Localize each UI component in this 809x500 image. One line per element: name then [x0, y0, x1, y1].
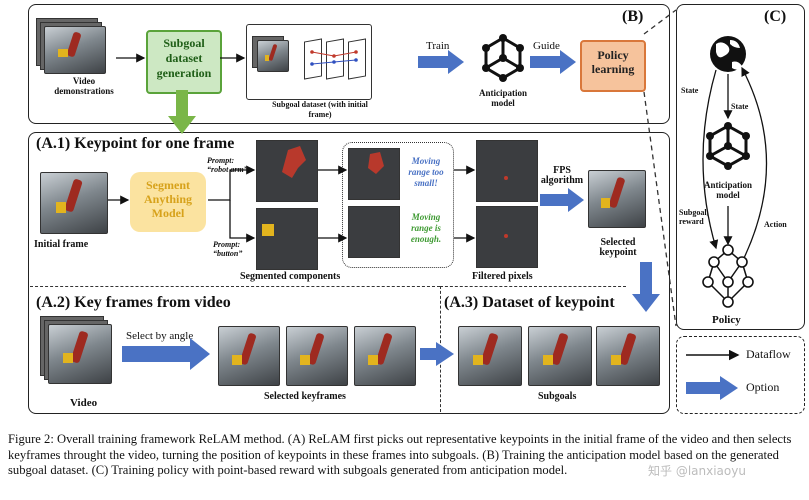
legend-option-label: Option: [746, 380, 780, 394]
globe-icon: [710, 36, 746, 72]
legend-option-arrow: [686, 376, 738, 400]
arrow-keyframes-to-subgoals: [420, 342, 454, 366]
select-by-angle-label: Select by angle: [126, 330, 194, 342]
arm-mask-2: [368, 152, 384, 174]
filtered-pixels-1: [476, 140, 538, 202]
arrow-select-angle: [122, 338, 210, 370]
subgoal-reward-label: Subgoal, reward: [679, 208, 709, 226]
policy-learning-box: Policy learning: [580, 40, 646, 92]
a2-top-divider: [30, 286, 440, 287]
legend-dataflow-label: Dataflow: [746, 347, 791, 361]
segmented-button-image: [256, 208, 318, 270]
arm-mask: [282, 146, 306, 178]
c-anticipation-label: Anticipation model: [703, 180, 752, 200]
prompt-button: Prompt: “button”: [213, 240, 243, 258]
button-mask: [262, 224, 274, 236]
prompt-robot-arm: Prompt: “robot arm”: [207, 156, 248, 174]
filter-dotted-box: [342, 142, 454, 268]
arrow-down-a3: [632, 262, 660, 312]
segmented-components-label: Segmented components: [240, 271, 341, 282]
a1-title: (A.1) Keypoint for one frame: [36, 135, 235, 152]
initial-frame-label: Initial frame: [34, 239, 89, 250]
state-label-2: State: [731, 102, 749, 111]
arrow-state-to-policy: [702, 69, 719, 250]
sam-box: Segment Anything Model: [130, 172, 206, 232]
anticipation-model-label: Anticipation model: [478, 88, 527, 108]
fps-label: FPS algorithm: [540, 165, 584, 186]
subgoal-2: [528, 326, 592, 386]
green-arrow: [168, 90, 196, 134]
guide-label: Guide: [533, 40, 560, 52]
figure-caption: Figure 2: Overall training framework ReL…: [8, 432, 792, 477]
subgoal-generation-box: Subgoal dataset generation: [146, 30, 222, 94]
subgoal-1: [458, 326, 522, 386]
watermark: 知乎 @lanxiaoyu: [648, 464, 746, 478]
dashed-b-c-top: [643, 9, 677, 35]
subgoal-dataset-images: [246, 24, 372, 100]
dashed-b-c-bottom: [643, 91, 677, 327]
branch-line-2: [229, 200, 256, 243]
a3-top-divider: [440, 286, 626, 287]
train-label: Train: [426, 40, 450, 52]
legend-frame: [676, 336, 805, 414]
note-too-small: Moving range too small!: [408, 156, 444, 188]
state-label-1: State: [681, 86, 699, 95]
pixel-dot-1: [504, 176, 508, 180]
keyframe-1: [218, 326, 280, 386]
pixel-dot-2: [504, 234, 508, 238]
subgoals-label: Subgoals: [538, 391, 577, 402]
selected-keyframes-label: Selected keyframes: [264, 391, 346, 402]
filter-button-image: [348, 206, 400, 258]
selected-keypoint-image: [588, 170, 646, 228]
a3-title: (A.3) Dataset of keypoint: [444, 294, 615, 311]
selected-keypoint-label: Selected keypoint: [599, 237, 637, 258]
video-a2-image: [48, 324, 112, 384]
arrow-action-to-env: [741, 66, 768, 259]
keyframe-3: [354, 326, 416, 386]
action-label: Action: [764, 220, 787, 229]
subgoal-3: [596, 326, 660, 386]
a2-title: (A.2) Key frames from video: [36, 294, 231, 311]
subgoal-markers: [310, 50, 358, 66]
arrow-fps: [540, 188, 584, 212]
section-c-label: (C): [764, 8, 787, 25]
branch-line: [208, 165, 256, 201]
filtered-pixels-label: Filtered pixels: [472, 271, 533, 282]
subgoal-stack-2: [257, 40, 289, 72]
arrow-guide: [530, 50, 576, 74]
video-label: Video: [70, 397, 98, 409]
policy-label: Policy: [712, 314, 741, 326]
keyframe-2: [286, 326, 348, 386]
video-demos-label: Video demonstrations: [54, 76, 114, 96]
initial-frame-image: [40, 172, 108, 234]
arrow-train: [418, 50, 464, 74]
subgoal-dataset-label: Subgoal dataset (with initial frame): [272, 100, 368, 119]
video-demos-image: [44, 26, 106, 74]
note-enough: Moving range is enough.: [410, 212, 442, 244]
section-b-label: (B): [622, 8, 644, 25]
